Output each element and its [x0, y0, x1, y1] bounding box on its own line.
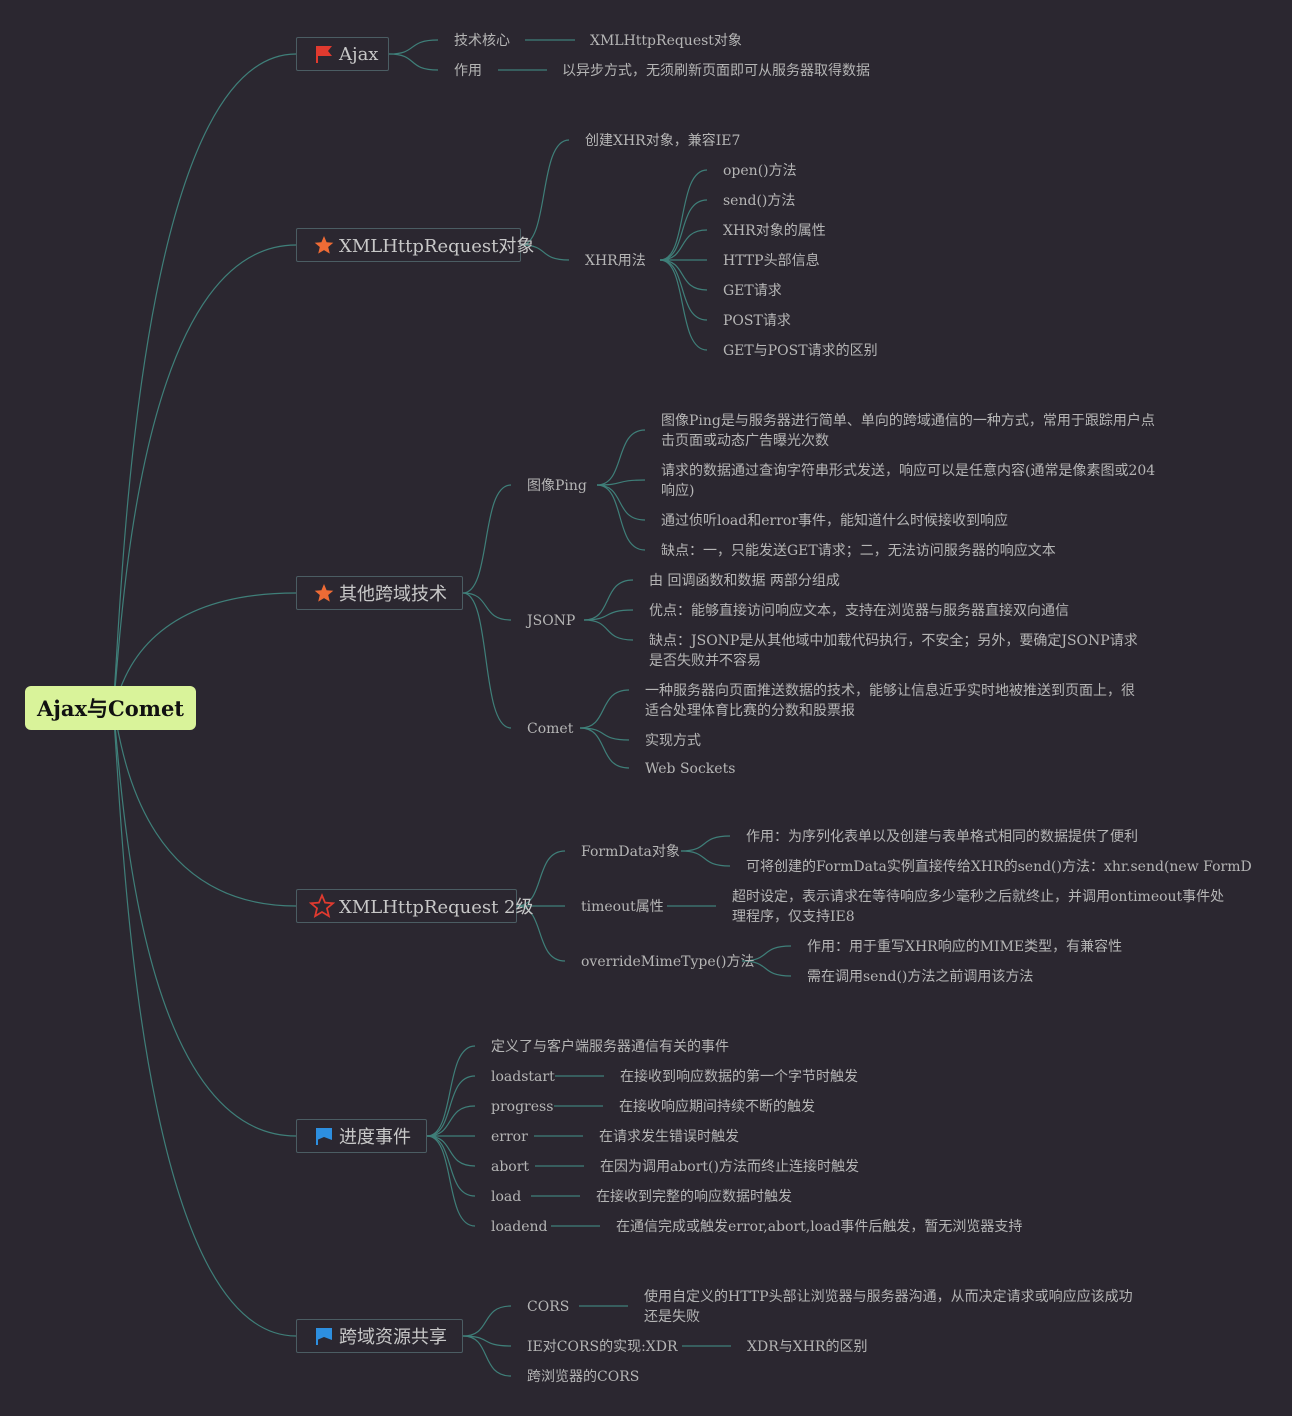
jsonp-item[interactable]: 优点：能够直接访问响应文本，支持在浏览器与服务器直接双向通信	[649, 603, 1069, 619]
xhr-usage-label[interactable]: XHR用法	[585, 253, 646, 269]
event-desc[interactable]: 在通信完成或触发error,abort,load事件后触发，暂无浏览器支持	[616, 1219, 1023, 1235]
topic-ajax[interactable]: Ajax	[296, 37, 389, 71]
topic-cors[interactable]: 跨域资源共享	[296, 1319, 463, 1353]
xhr-usage-item[interactable]: send()方法	[723, 193, 796, 209]
red-star-outline-icon	[309, 893, 335, 919]
timeout-label[interactable]: timeout属性	[581, 899, 664, 915]
event-name[interactable]: load	[491, 1189, 522, 1205]
xhr-usage-item[interactable]: POST请求	[723, 313, 791, 329]
ping-item[interactable]: 图像Ping是与服务器进行简单、单向的跨域通信的一种方式，常用于跟踪用户点击页面…	[661, 413, 1155, 449]
event-desc[interactable]: 在接收响应期间持续不断的触发	[619, 1099, 815, 1115]
override-label[interactable]: overrideMimeType()方法	[581, 954, 755, 970]
event-name[interactable]: loadend	[491, 1219, 548, 1235]
ping-item[interactable]: 请求的数据通过查询字符串形式发送，响应可以是任意内容(通常是像素图或204响应)	[661, 463, 1156, 499]
topic-label: 其他跨域技术	[339, 584, 447, 605]
event-name[interactable]: progress	[491, 1099, 554, 1115]
blue-flag-icon	[313, 1125, 335, 1147]
red-flag-icon	[313, 43, 335, 65]
event-desc[interactable]: 在接收到响应数据的第一个字节时触发	[620, 1069, 858, 1085]
ajax-core-label[interactable]: 技术核心	[454, 33, 510, 49]
event-name[interactable]: abort	[491, 1159, 530, 1175]
formdata-item[interactable]: 作用：为序列化表单以及创建与表单格式相同的数据提供了便利	[746, 829, 1138, 845]
ping-item[interactable]: 缺点：一，只能发送GET请求；二，无法访问服务器的响应文本	[661, 543, 1056, 559]
orange-star-icon	[313, 234, 335, 256]
event-name[interactable]: loadstart	[491, 1069, 555, 1085]
comet-label[interactable]: Comet	[527, 721, 574, 737]
comet-item[interactable]: 一种服务器向页面推送数据的技术，能够让信息近乎实时地被推送到页面上，很适合处理体…	[645, 683, 1135, 719]
cors-value[interactable]: 使用自定义的HTTP头部让浏览器与服务器沟通，从而决定请求或响应应该成功还是失败	[644, 1289, 1133, 1325]
cross-browser-cors[interactable]: 跨浏览器的CORS	[527, 1369, 640, 1385]
blue-flag-icon	[313, 1325, 335, 1347]
formdata-item[interactable]: 可将创建的FormData实例直接传给XHR的send()方法：xhr.send…	[746, 859, 1252, 875]
progress-intro[interactable]: 定义了与客户端服务器通信有关的事件	[491, 1039, 729, 1055]
comet-item[interactable]: 实现方式	[645, 733, 701, 749]
topic-xhr[interactable]: XMLHttpRequest对象	[296, 228, 534, 262]
topic-progress-events[interactable]: 进度事件	[296, 1119, 427, 1153]
ping-label[interactable]: 图像Ping	[527, 478, 587, 494]
event-name[interactable]: error	[491, 1129, 528, 1145]
topic-label: XMLHttpRequest 2级	[339, 897, 534, 918]
comet-item[interactable]: Web Sockets	[645, 761, 736, 777]
ie-xdr-value[interactable]: XDR与XHR的区别	[747, 1339, 868, 1355]
topic-label: XMLHttpRequest对象	[339, 236, 535, 257]
event-desc[interactable]: 在请求发生错误时触发	[599, 1129, 739, 1145]
topic-label: 进度事件	[339, 1127, 411, 1148]
ajax-use-label[interactable]: 作用	[454, 63, 482, 79]
override-item[interactable]: 需在调用send()方法之前调用该方法	[807, 969, 1034, 985]
xhr-usage-item[interactable]: XHR对象的属性	[723, 223, 826, 239]
xhr-usage-item[interactable]: GET与POST请求的区别	[723, 343, 878, 359]
override-item[interactable]: 作用：用于重写XHR响应的MIME类型，有兼容性	[807, 939, 1123, 955]
ping-item[interactable]: 通过侦听load和error事件，能知道什么时候接收到响应	[661, 513, 1009, 529]
jsonp-item[interactable]: 缺点：JSONP是从其他域中加载代码执行，不安全；另外，要确定JSONP请求是否…	[649, 633, 1138, 669]
ajax-core-value[interactable]: XMLHttpRequest对象	[590, 33, 742, 49]
ie-xdr-label[interactable]: IE对CORS的实现:XDR	[527, 1339, 678, 1355]
timeout-value[interactable]: 超时设定，表示请求在等待响应多少毫秒之后就终止，并调用ontimeout事件处理…	[732, 889, 1225, 925]
topic-xhr2[interactable]: XMLHttpRequest 2级	[296, 889, 534, 923]
xhr-usage-item[interactable]: open()方法	[723, 163, 797, 179]
jsonp-label[interactable]: JSONP	[527, 613, 576, 629]
xhr-create[interactable]: 创建XHR对象，兼容IE7	[585, 133, 741, 149]
topic-label: 跨域资源共享	[339, 1327, 447, 1348]
topic-cross-domain[interactable]: 其他跨域技术	[296, 576, 463, 610]
cors-label[interactable]: CORS	[527, 1299, 570, 1315]
orange-star-icon	[313, 582, 335, 604]
event-desc[interactable]: 在因为调用abort()方法而终止连接时触发	[600, 1159, 859, 1175]
xhr-usage-item[interactable]: GET请求	[723, 283, 782, 299]
ajax-use-value[interactable]: 以异步方式，无须刷新页面即可从服务器取得数据	[562, 63, 870, 79]
topic-label: Ajax	[339, 43, 379, 65]
event-desc[interactable]: 在接收到完整的响应数据时触发	[596, 1189, 792, 1205]
xhr-usage-item[interactable]: HTTP头部信息	[723, 253, 820, 269]
root-topic[interactable]: Ajax与Comet	[25, 686, 196, 730]
jsonp-item[interactable]: 由 回调函数和数据 两部分组成	[649, 573, 840, 589]
formdata-label[interactable]: FormData对象	[581, 844, 680, 860]
